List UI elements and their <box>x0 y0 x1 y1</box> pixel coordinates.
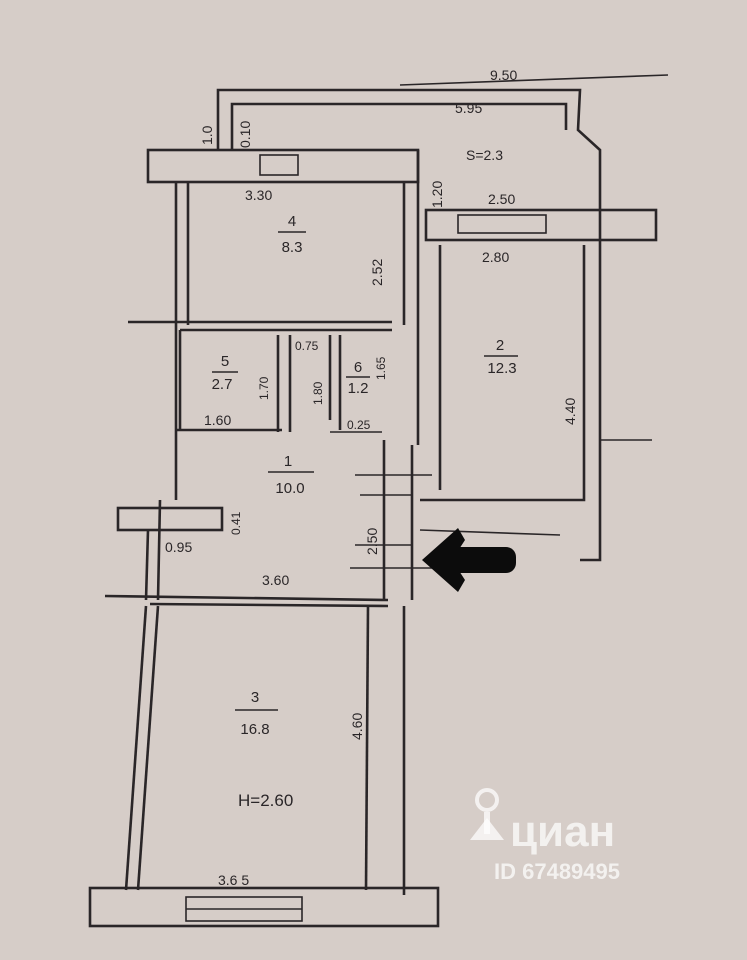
dim-room2-height: 4.40 <box>562 398 578 425</box>
dim-room4-height: 2.52 <box>369 259 385 286</box>
map-pin-icon <box>470 788 504 840</box>
dim-hall-height: 2.50 <box>364 528 380 555</box>
room-2-label: 2 12.3 <box>484 337 518 377</box>
room-number: 1 <box>284 453 292 470</box>
room-area: 16.8 <box>240 721 269 738</box>
room-6-label: 6 1.2 <box>346 359 370 397</box>
room-1-label: 1 10.0 <box>268 453 314 497</box>
room-area: 1.2 <box>348 380 369 397</box>
dim-room6-bottom: 0.25 <box>347 418 371 432</box>
room-area: 12.3 <box>487 360 516 377</box>
room-number: 5 <box>221 353 229 370</box>
dim-top-total: 9.50 <box>490 67 517 83</box>
dim-room6-right: 1.65 <box>374 356 388 380</box>
ceiling-height: H=2.60 <box>238 791 293 810</box>
dim-room4-width: 3.30 <box>245 187 272 203</box>
dim-room6-side: 1.80 <box>311 381 325 405</box>
dim-room3-bottom: 3.6 5 <box>218 872 249 888</box>
dim-room2-top: 2.50 <box>488 191 515 207</box>
dim-room2-width: 2.80 <box>482 249 509 265</box>
entrance-arrow-icon <box>422 528 516 592</box>
room-3-label: 3 16.8 <box>235 689 278 738</box>
room-number: 6 <box>354 359 362 376</box>
room-4-label: 4 8.3 <box>278 213 306 256</box>
watermark: циан ID 67489495 <box>470 788 620 884</box>
room-number: 4 <box>288 213 296 230</box>
dim-room5-width: 1.60 <box>204 412 231 428</box>
walls <box>88 74 669 928</box>
room-area: 8.3 <box>282 239 303 256</box>
dim-wall-041: 0.41 <box>229 511 243 535</box>
balcony-area: S=2.3 <box>466 147 503 163</box>
dim-wall-left-b: 0.10 <box>237 121 253 148</box>
room-area: 2.7 <box>212 376 233 393</box>
dim-room3-height: 4.60 <box>349 713 365 740</box>
dim-room3-top: 3.60 <box>262 572 289 588</box>
dimension-labels: 9.50 5.95 1.0 0.10 3.30 1.20 2.50 2.80 2… <box>165 67 578 888</box>
room-number: 3 <box>251 689 259 706</box>
room-area: 10.0 <box>275 480 304 497</box>
dim-wall-left-a: 1.0 <box>199 125 215 145</box>
room-number: 2 <box>496 337 504 354</box>
dim-room6-door: 0.75 <box>295 339 319 353</box>
dim-corridor-width: 1.20 <box>429 181 445 208</box>
dim-top-inner: 5.95 <box>455 100 482 116</box>
watermark-id: ID 67489495 <box>494 859 620 884</box>
room-5-label: 5 2.7 <box>212 353 238 393</box>
dim-wall-095: 0.95 <box>165 539 192 555</box>
watermark-brand: циан <box>510 807 615 856</box>
dim-room5-height: 1.70 <box>257 376 271 400</box>
